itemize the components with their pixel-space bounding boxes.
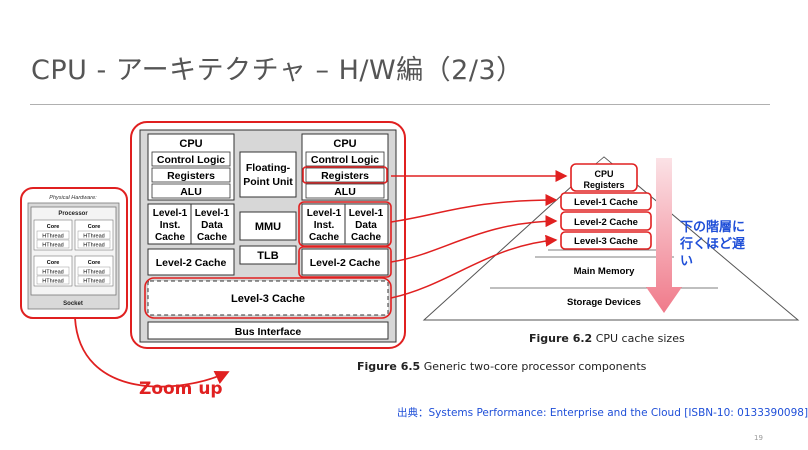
bus-interface xyxy=(147,321,389,340)
connector-arrows xyxy=(390,170,568,299)
fpu-block: Floating- Point Unit xyxy=(239,151,297,198)
pyramid-l1 xyxy=(560,192,652,211)
control-logic-label: Control Logic xyxy=(311,154,379,166)
cache-pyramid: CPU Registers Level-1 Cache Level-2 Cach… xyxy=(422,156,800,321)
l1d-line2: Data xyxy=(201,220,223,231)
processor-diagram: CPU Control Logic Registers ALU Floating… xyxy=(130,121,406,349)
hthread-label: HThread xyxy=(83,243,104,249)
pyramid-l2-label: Level-2 Cache xyxy=(574,217,638,228)
socket-label: Socket xyxy=(63,301,83,307)
mmu-block xyxy=(239,211,297,241)
title-divider xyxy=(30,104,770,105)
hthread-label: HThread xyxy=(42,243,63,249)
pyramid-caption: Figure 6.2 CPU cache sizes xyxy=(529,332,685,345)
cpu-label: CPU xyxy=(333,138,356,150)
control-logic-label: Control Logic xyxy=(157,154,225,166)
pyramid-caption-label: Figure 6.2 xyxy=(529,332,593,345)
l1-highlight xyxy=(298,201,392,247)
core-block: Core HThread HThread xyxy=(33,219,73,251)
processor-caption: Figure 6.5 Generic two-core processor co… xyxy=(357,360,646,373)
hthread-label: HThread xyxy=(42,234,63,240)
hthread-label: HThread xyxy=(42,270,63,276)
storage-devices-label: Storage Devices xyxy=(567,297,641,308)
l1i-line2: Inst. xyxy=(160,220,181,231)
core-label: Core xyxy=(47,260,60,266)
tlb-label: TLB xyxy=(257,250,278,262)
cpu-block-right: CPU Control Logic Registers ALU xyxy=(301,133,389,201)
pyramid-l1-label: Level-1 Cache xyxy=(574,197,638,208)
pyramid-registers-label: Registers xyxy=(583,180,624,190)
l1i-line1: Level-1 xyxy=(307,208,342,219)
pyramid-l3-label: Level-3 Cache xyxy=(574,236,638,247)
l1d-line2: Data xyxy=(355,220,377,231)
core-block: Core HThread HThread xyxy=(74,219,114,251)
l1i-line1: Level-1 xyxy=(153,208,188,219)
alu-label: ALU xyxy=(334,186,356,198)
core-block: Core HThread HThread xyxy=(33,255,73,287)
l2-cache-right xyxy=(301,248,389,276)
core-label: Core xyxy=(47,224,60,230)
l2-label: Level-2 Cache xyxy=(310,257,381,269)
hthread-label: HThread xyxy=(83,234,104,240)
pyramid-l2 xyxy=(560,211,652,231)
mmu-label: MMU xyxy=(255,221,281,233)
zoom-arrow xyxy=(74,317,230,388)
source-citation: 出典：Systems Performance: Enterprise and t… xyxy=(397,407,808,419)
registers-label: Registers xyxy=(321,170,369,182)
zoom-up-label: Zoom up xyxy=(139,379,223,399)
pyramid-cpu-registers xyxy=(570,163,638,192)
core-label: Core xyxy=(88,260,101,266)
fpu-label-line1: Floating- xyxy=(246,162,291,174)
pyramid-caption-text: CPU cache sizes xyxy=(592,332,685,345)
l1i-line3: Cache xyxy=(309,232,339,243)
slower-arrow xyxy=(646,158,682,313)
alu-label: ALU xyxy=(180,186,202,198)
hthread-label: HThread xyxy=(42,279,63,285)
processor-caption-text: Generic two-core processor components xyxy=(420,360,647,373)
l1i-line3: Cache xyxy=(155,232,185,243)
slide-title: CPU - アーキテクチャ – H/W編（2/3） xyxy=(31,55,524,86)
hthread-label: HThread xyxy=(83,279,104,285)
registers-label: Registers xyxy=(167,170,215,182)
l2-cache-left xyxy=(147,248,235,276)
main-memory-label: Main Memory xyxy=(574,266,635,277)
page-number: 19 xyxy=(754,434,763,442)
core-block: Core HThread HThread xyxy=(74,255,114,287)
bus-label: Bus Interface xyxy=(235,326,302,338)
processor-label: Processor xyxy=(58,211,88,217)
fpu-label-line2: Point Unit xyxy=(243,176,293,188)
l1d-line3: Cache xyxy=(351,232,381,243)
registers-highlight xyxy=(302,166,388,184)
cpu-block-left: CPU Control Logic Registers ALU xyxy=(147,133,235,201)
l1i-line2: Inst. xyxy=(314,220,335,231)
core-label: Core xyxy=(88,224,101,230)
l1d-line1: Level-1 xyxy=(195,208,230,219)
pyramid-cpu-label: CPU xyxy=(594,169,613,179)
l1d-line3: Cache xyxy=(197,232,227,243)
l3-label: Level-3 Cache xyxy=(231,293,305,305)
l1-cache-right: Level-1 Inst. Cache Level-1 Data Cache xyxy=(298,201,392,247)
physical-hardware-panel: Physical Hardware: Processor Core HThrea… xyxy=(20,187,128,319)
tlb-block xyxy=(239,245,297,265)
processor-caption-label: Figure 6.5 xyxy=(357,360,421,373)
l3-cache xyxy=(147,280,389,316)
physical-hardware-title: Physical Hardware: xyxy=(49,195,97,201)
l2-label: Level-2 Cache xyxy=(156,257,227,269)
pyramid-l3 xyxy=(560,231,652,250)
l1d-line1: Level-1 xyxy=(349,208,384,219)
slower-down-label: 下の階層に行くほど遅い xyxy=(680,220,746,269)
l1-cache-left: Level-1 Inst. Cache Level-1 Data Cache xyxy=(147,203,235,245)
cpu-label: CPU xyxy=(179,138,202,150)
hthread-label: HThread xyxy=(83,270,104,276)
